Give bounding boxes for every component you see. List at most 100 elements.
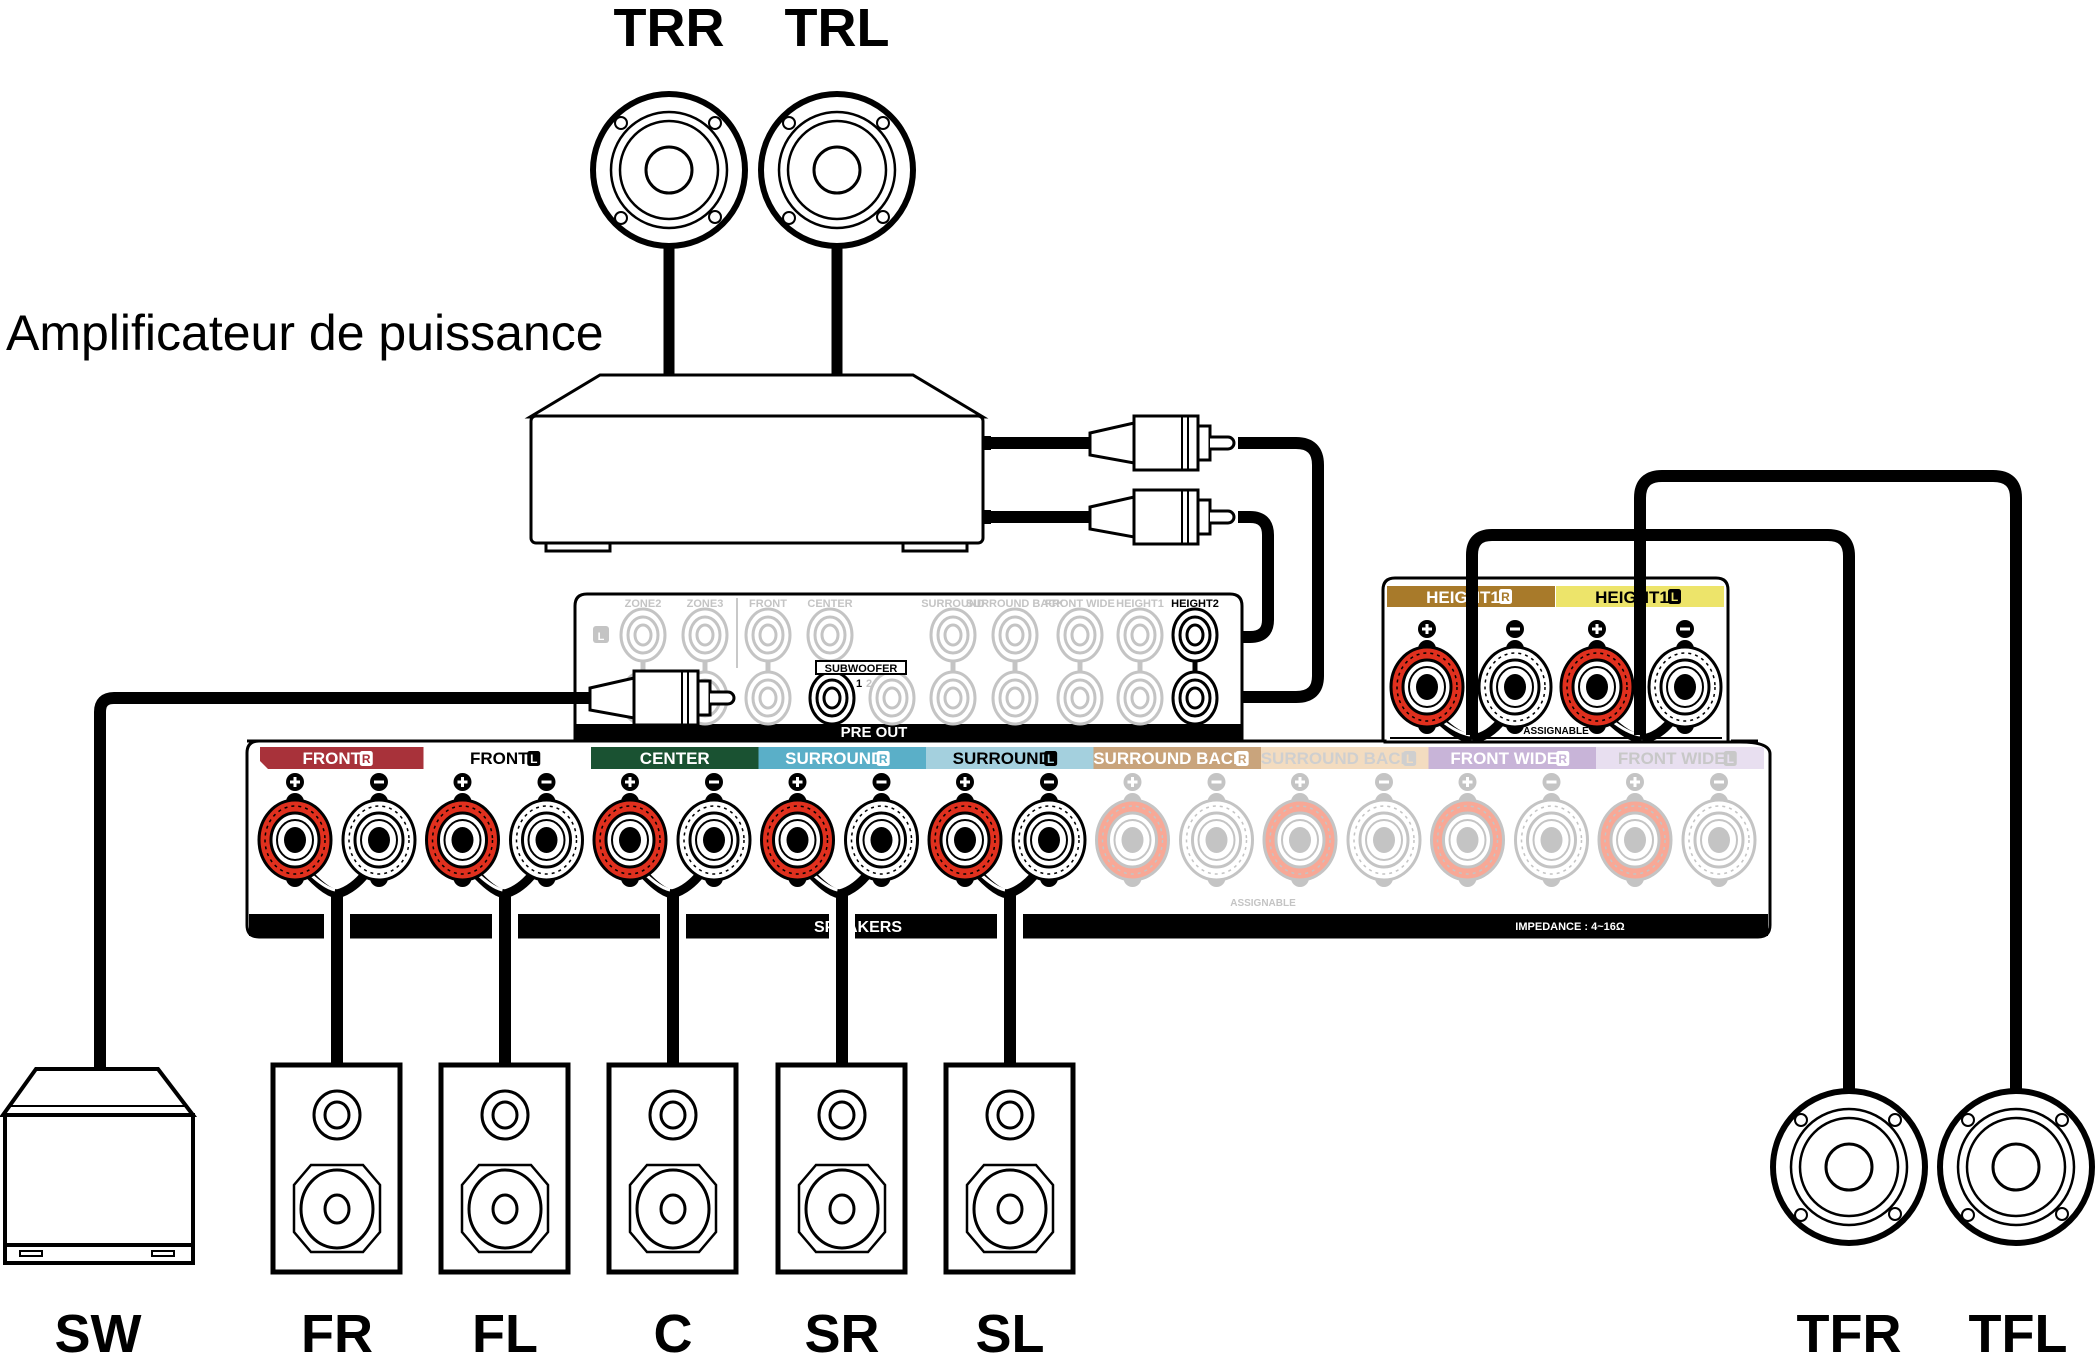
channel-label: SURROUND — [785, 749, 883, 768]
subwoofer-port-1: 1 — [856, 678, 862, 690]
terminal-negative — [1011, 773, 1087, 887]
label-tfl: TFL — [1969, 1304, 2068, 1364]
channel-side-badge: L — [530, 752, 537, 766]
label-c: C — [654, 1304, 693, 1364]
height-terminal-positive — [1559, 620, 1635, 734]
floor-speaker-sl — [943, 1062, 1076, 1275]
label-trl: TRL — [785, 0, 890, 58]
terminal-positive — [1430, 773, 1505, 887]
preout-channel-label: HEIGHT1 — [1116, 598, 1164, 610]
channel-side-badge: L — [1671, 590, 1678, 604]
terminal-negative — [1179, 773, 1254, 887]
terminal-positive — [927, 773, 1003, 887]
preout-jack — [1056, 670, 1104, 726]
speakers-title: SPEAKERS — [814, 919, 902, 936]
impedance-label: IMPEDANCE : 4~16Ω — [1515, 921, 1625, 933]
preout-channel-label: ZONE3 — [687, 598, 724, 610]
floor-speaker-sr — [775, 1062, 908, 1275]
rca-cable-lower — [986, 511, 1274, 643]
cable-tfr — [1466, 529, 1855, 1092]
floor-speaker-fl — [438, 1062, 571, 1275]
speaker-tfl — [1937, 1088, 2095, 1246]
channel-label: FRONT — [302, 749, 361, 768]
floor-speaker-fr — [270, 1062, 403, 1275]
preout-jack — [991, 607, 1039, 663]
preout-channel-label: HEIGHT2 — [1171, 598, 1219, 610]
rca-plugs — [1088, 414, 1236, 546]
channel-side-badge: R — [1558, 752, 1567, 766]
terminal-positive — [425, 773, 500, 887]
preout-jack — [929, 607, 977, 663]
subwoofer-label: SUBWOOFER — [825, 663, 898, 675]
cable-tfl — [1634, 470, 2022, 1092]
rca-plug-sw-inner — [588, 669, 736, 727]
preout-jack — [991, 670, 1039, 726]
terminal-negative — [1346, 773, 1422, 887]
preout-jack — [681, 607, 729, 663]
label-sw: SW — [55, 1304, 142, 1364]
subwoofer — [0, 1067, 198, 1265]
height-terminal-negative — [1477, 620, 1553, 734]
label-fl: FL — [472, 1304, 538, 1364]
label-trr: TRR — [614, 0, 725, 58]
terminal-negative — [509, 773, 584, 887]
preout-channel-label: FRONT — [749, 598, 787, 610]
channel-side-badge: R — [1501, 590, 1510, 604]
channel-side-badge: R — [879, 752, 888, 766]
label-tfr: TFR — [1797, 1304, 1902, 1364]
height-terminal-positive — [1389, 620, 1465, 734]
rca-plug-upper — [1088, 414, 1236, 472]
preout-channel-label: CENTER — [807, 598, 852, 610]
label-sr: SR — [804, 1304, 879, 1364]
channel-side-badge: L — [1727, 752, 1734, 766]
terminal-negative — [341, 773, 417, 887]
terminal-negative — [1514, 773, 1589, 887]
preout-channel-label: ZONE2 — [625, 598, 662, 610]
channel-label: FRONT WIDE — [1618, 749, 1726, 768]
preout-jack — [619, 607, 667, 663]
preout-l-badge: L — [598, 631, 605, 643]
channel-label: SURROUND BACK — [1261, 749, 1414, 768]
floor-speaker-c — [606, 1062, 739, 1275]
preout-jack — [929, 670, 977, 726]
speakers-assignable-label: ASSIGNABLE — [1230, 898, 1296, 909]
power-amplifier — [524, 373, 991, 553]
channel-label: HEIGHT1 — [1595, 588, 1669, 607]
terminal-positive — [257, 773, 333, 887]
channel-side-badge: R — [362, 752, 371, 766]
subwoofer-jack-2 — [868, 670, 916, 726]
height-assignable-label: ASSIGNABLE — [1523, 726, 1589, 737]
channel-label: SURROUND BACK — [1093, 749, 1246, 768]
top-rear-speakers — [590, 91, 916, 249]
height-terminal-negative — [1647, 620, 1723, 734]
speaker-trr — [590, 91, 748, 249]
speaker-channel-center-: CENTER — [591, 747, 759, 769]
channel-label: FRONT — [470, 749, 529, 768]
rca-cable-upper — [986, 437, 1324, 703]
channel-side-badge: L — [1406, 752, 1413, 766]
channel-label: SURROUND — [953, 749, 1051, 768]
rca-plug-lower — [1088, 488, 1236, 546]
terminal-positive — [592, 773, 668, 887]
preout-jack — [1116, 607, 1164, 663]
preout-jack — [1116, 670, 1164, 726]
speaker-trl — [758, 91, 916, 249]
preout-jack — [1056, 607, 1104, 663]
terminal-negative — [844, 773, 919, 887]
preout-jack — [744, 607, 792, 663]
terminal-negative — [676, 773, 752, 887]
top-front-speakers — [1770, 1088, 2095, 1246]
channel-side-badge: R — [1238, 752, 1247, 766]
amplifier-caption: Amplificateur de puissance — [6, 305, 604, 361]
